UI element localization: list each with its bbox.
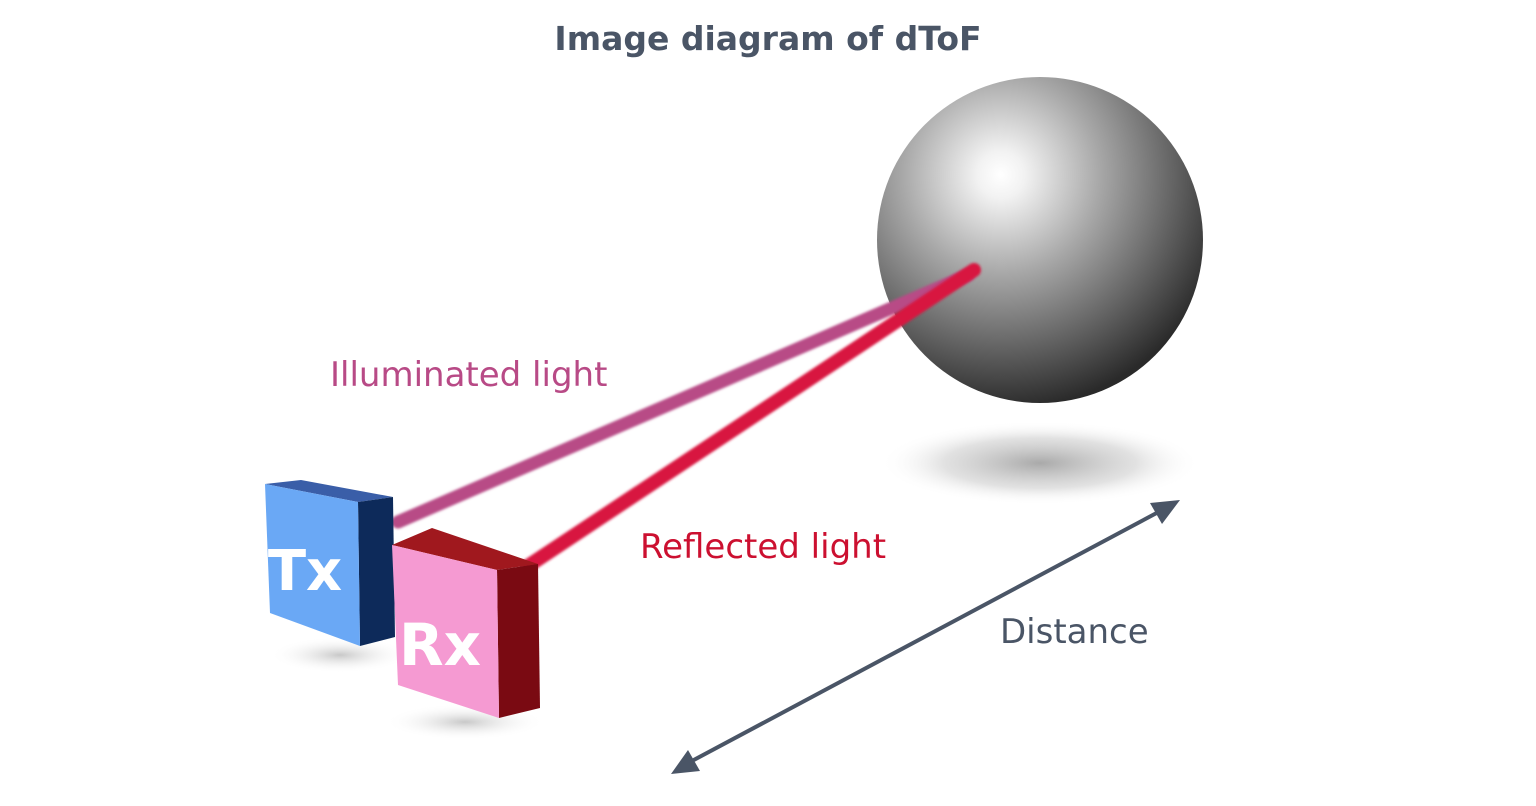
sphere-icon — [877, 77, 1203, 403]
illuminated-beam — [391, 268, 975, 529]
distance-label: Distance — [1000, 612, 1149, 652]
arrow-head-end — [1150, 500, 1180, 524]
sphere-shadow — [880, 421, 1200, 505]
arrow-head-start — [671, 750, 700, 774]
rx-front-face — [392, 545, 499, 718]
reflected-light-label: Reflected light — [640, 527, 886, 567]
tx-shadow — [270, 637, 410, 673]
rx-side-face — [497, 564, 540, 718]
tx-side-face — [358, 497, 395, 646]
reflected-beam — [521, 263, 981, 573]
page-title: Image diagram of dToF — [554, 19, 981, 58]
tx-top-face — [265, 480, 393, 502]
illuminated-light-label: Illuminated light — [330, 355, 607, 395]
transmitter: Tx — [265, 480, 395, 646]
tx-front-face — [265, 484, 360, 646]
receiver: Rx — [392, 528, 540, 718]
tx-label: Tx — [268, 539, 342, 604]
double-arrow-icon — [671, 500, 1180, 774]
rx-label: Rx — [399, 611, 481, 679]
rx-top-face — [392, 528, 538, 570]
